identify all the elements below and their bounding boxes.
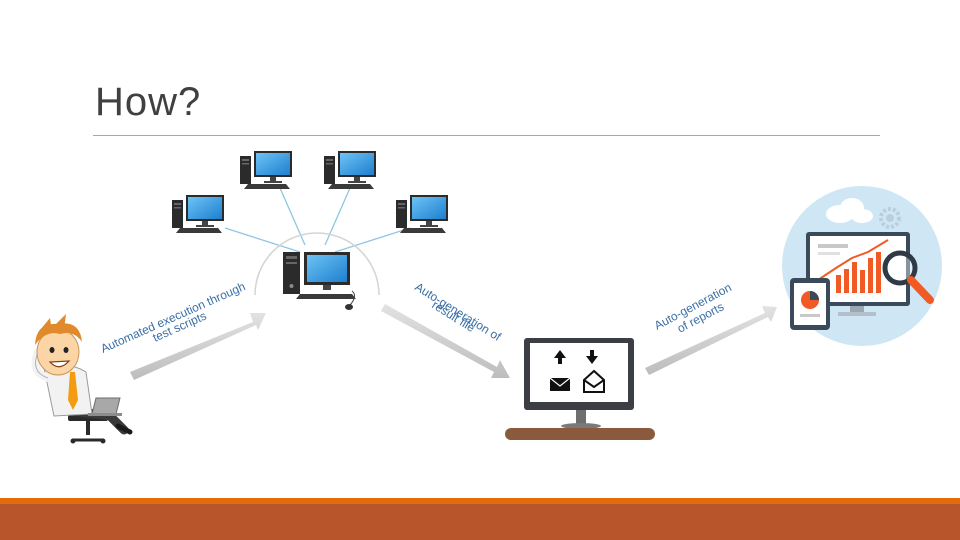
arrow-execution [130,313,266,380]
upload-arrow-icon [554,350,566,364]
client-computer-icon [324,151,376,189]
result-monitor-icon [505,338,655,440]
automation-diagram: Automated execution through test scripts… [31,151,942,444]
footer-band [0,504,960,540]
network-connectors [224,187,411,253]
client-computer-icon [240,151,292,189]
cloud-icon [826,198,873,223]
arrow-result [381,304,510,378]
gear-icon [879,207,901,229]
magnifier-icon [882,250,934,304]
client-computer-icon [172,195,224,233]
tester-person-icon [31,314,133,444]
page-title: How? [95,80,202,124]
open-envelope-icon [583,369,605,393]
server-computer-icon [283,252,356,310]
server-arc [254,232,380,296]
title-divider [93,135,880,136]
label-execution-line1: Automated execution through [99,279,248,356]
footer-accent-line [0,498,960,504]
envelope-icon [549,377,571,391]
arrow-reports [645,306,777,375]
reports-dashboard-icon [782,186,942,346]
client-computer-icon [396,195,448,233]
download-arrow-icon [586,350,598,364]
